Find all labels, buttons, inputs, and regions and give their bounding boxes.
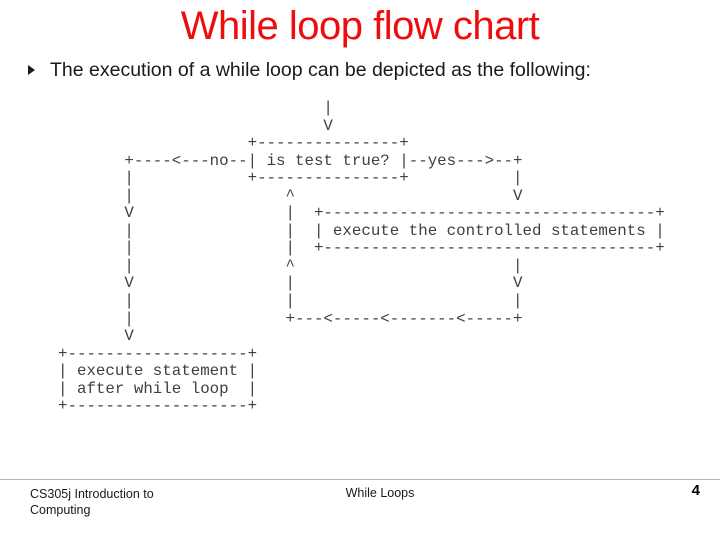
footer-course-line2: Computing <box>30 503 91 517</box>
footer-section-label: While Loops <box>345 486 415 500</box>
footer-divider <box>0 479 720 480</box>
footer-course-line1: CS305j Introduction to <box>30 487 154 501</box>
ascii-flowchart: | V +---------------+ +----<---no--| is … <box>58 99 665 416</box>
footer-course-label: CS305j Introduction to Computing <box>30 486 250 518</box>
page-number: 4 <box>691 482 700 499</box>
bullet-item: The execution of a while loop can be dep… <box>28 58 688 82</box>
page-title: While loop flow chart <box>180 4 540 48</box>
bullet-text: The execution of a while loop can be dep… <box>50 59 591 81</box>
bullet-triangle-icon <box>28 65 35 75</box>
